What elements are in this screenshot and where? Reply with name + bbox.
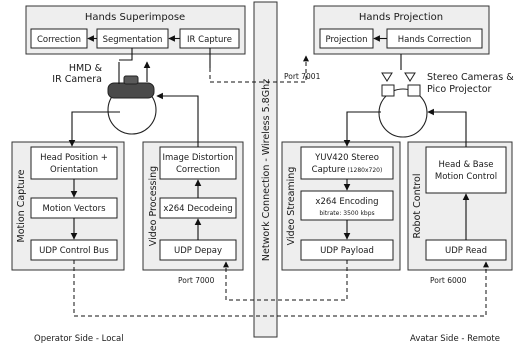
stereo-label-line1: Stereo Cameras & [427, 72, 514, 83]
motion-capture-panel: Motion Capture Head Position + Orientati… [11, 141, 125, 271]
avatar-side-label: Avatar Side - Remote [410, 334, 500, 344]
udp-control-bus-box: UDP Control Bus [39, 246, 109, 256]
hmd-illustration: HMD & IR Camera [52, 63, 157, 135]
hands-superimpose-panel: Hands Superimpose Correction Segmentatio… [25, 5, 246, 55]
udp-read-box: UDP Read [445, 246, 487, 256]
segmentation-box: Segmentation [103, 35, 163, 45]
head-base-motion-box-line1: Head & Base [439, 160, 494, 170]
image-distortion-box-line1: Image Distortion [163, 153, 234, 163]
stereo-camera-illustration: Stereo Cameras & Pico Projector [378, 72, 514, 138]
correction-box: Correction [37, 35, 81, 45]
yuv-capture-box-line2: Capture (1280x720) [312, 165, 383, 175]
video-processing-panel: Video Processing Image Distortion Correc… [142, 141, 244, 271]
motion-vectors-box: Motion Vectors [42, 204, 106, 214]
capture-label: Capture [312, 165, 346, 175]
hmd-label: HMD & [69, 63, 103, 74]
udp-depay-box: UDP Depay [174, 246, 222, 256]
x264-encoding-box: x264 Encoding [315, 197, 378, 207]
port-7001-label: Port 7001 [284, 72, 321, 81]
video-streaming-title: Video Streaming [286, 167, 297, 246]
robot-control-title: Robot Control [412, 174, 423, 239]
hands-superimpose-title: Hands Superimpose [85, 12, 185, 23]
robot-control-panel: Robot Control Head & Base Motion Control… [407, 141, 513, 271]
image-distortion-box-line2: Correction [176, 165, 220, 175]
bitrate-label: bitrate: 3500 kbps [319, 210, 374, 217]
head-base-motion-box-line2: Motion Control [435, 172, 497, 182]
hands-projection-title: Hands Projection [359, 12, 443, 23]
ir-capture-box: IR Capture [187, 35, 232, 45]
video-processing-title: Video Processing [148, 166, 159, 246]
capture-resolution: (1280x720) [347, 167, 382, 174]
operator-side-label: Operator Side - Local [34, 334, 124, 344]
port-6000-label: Port 6000 [430, 276, 467, 285]
hands-correction-box: Hands Correction [398, 35, 472, 45]
video-streaming-panel: Video Streaming YUV420 Stereo Capture (1… [281, 141, 401, 271]
network-label: Network Connection - Wireless 5.8Ghz [261, 79, 272, 261]
yuv-capture-box-line1: YUV420 Stereo [314, 153, 379, 163]
hands-projection-panel: Hands Projection Projection Hands Correc… [313, 5, 490, 55]
stereo-label-line2: Pico Projector [427, 84, 492, 95]
x264-decoding-box: x264 Decodeing [163, 204, 232, 214]
port-7000-label: Port 7000 [178, 276, 215, 285]
ir-camera-label: IR Camera [52, 74, 102, 85]
head-position-box-line2: Orientation [50, 165, 98, 175]
head-position-box-line1: Head Position + [40, 153, 108, 163]
udp-payload-box: UDP Payload [320, 246, 374, 256]
projection-box: Projection [325, 35, 367, 45]
motion-capture-title: Motion Capture [16, 169, 27, 242]
network-connection-panel: Network Connection - Wireless 5.8Ghz [253, 1, 278, 338]
